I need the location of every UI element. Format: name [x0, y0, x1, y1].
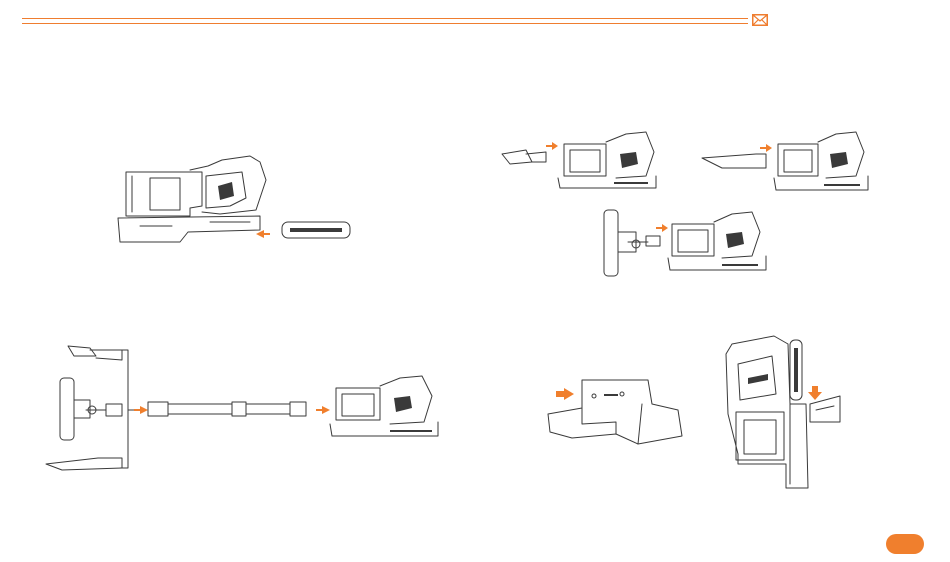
crevice-tool-icon: [502, 150, 546, 164]
fig-assemble-extension: [40, 336, 450, 476]
vacuum-handheld-icon: [558, 132, 656, 188]
fig-remove-battery: [110, 150, 360, 250]
vacuum-handheld-icon: [330, 376, 438, 436]
page-number-badge: [886, 534, 924, 554]
extension-tube-icon: [148, 402, 306, 416]
wide-tool-icon: [702, 154, 766, 168]
wide-tool-icon: [46, 458, 122, 470]
floor-brush-icon: [60, 378, 122, 440]
header-rule-bottom: [22, 23, 748, 24]
crevice-tool-icon: [68, 346, 122, 360]
fig-store-on-mount: [722, 334, 852, 492]
envelope-icon[interactable]: [752, 14, 768, 26]
vacuum-handheld-icon: [668, 212, 766, 270]
fig-wall-mount-install: [546, 374, 688, 446]
vacuum-stored-icon: [726, 336, 808, 488]
vacuum-handheld-icon: [774, 132, 868, 190]
vacuum-handheld-icon: [118, 156, 266, 242]
floor-brush-icon: [604, 210, 660, 276]
bracket-piece-icon: [810, 396, 840, 422]
header-rule-top: [22, 18, 748, 19]
battery-pack-icon: [282, 222, 350, 238]
fig-attach-accessories: [496, 126, 886, 286]
wall-bracket-icon: [548, 380, 682, 444]
